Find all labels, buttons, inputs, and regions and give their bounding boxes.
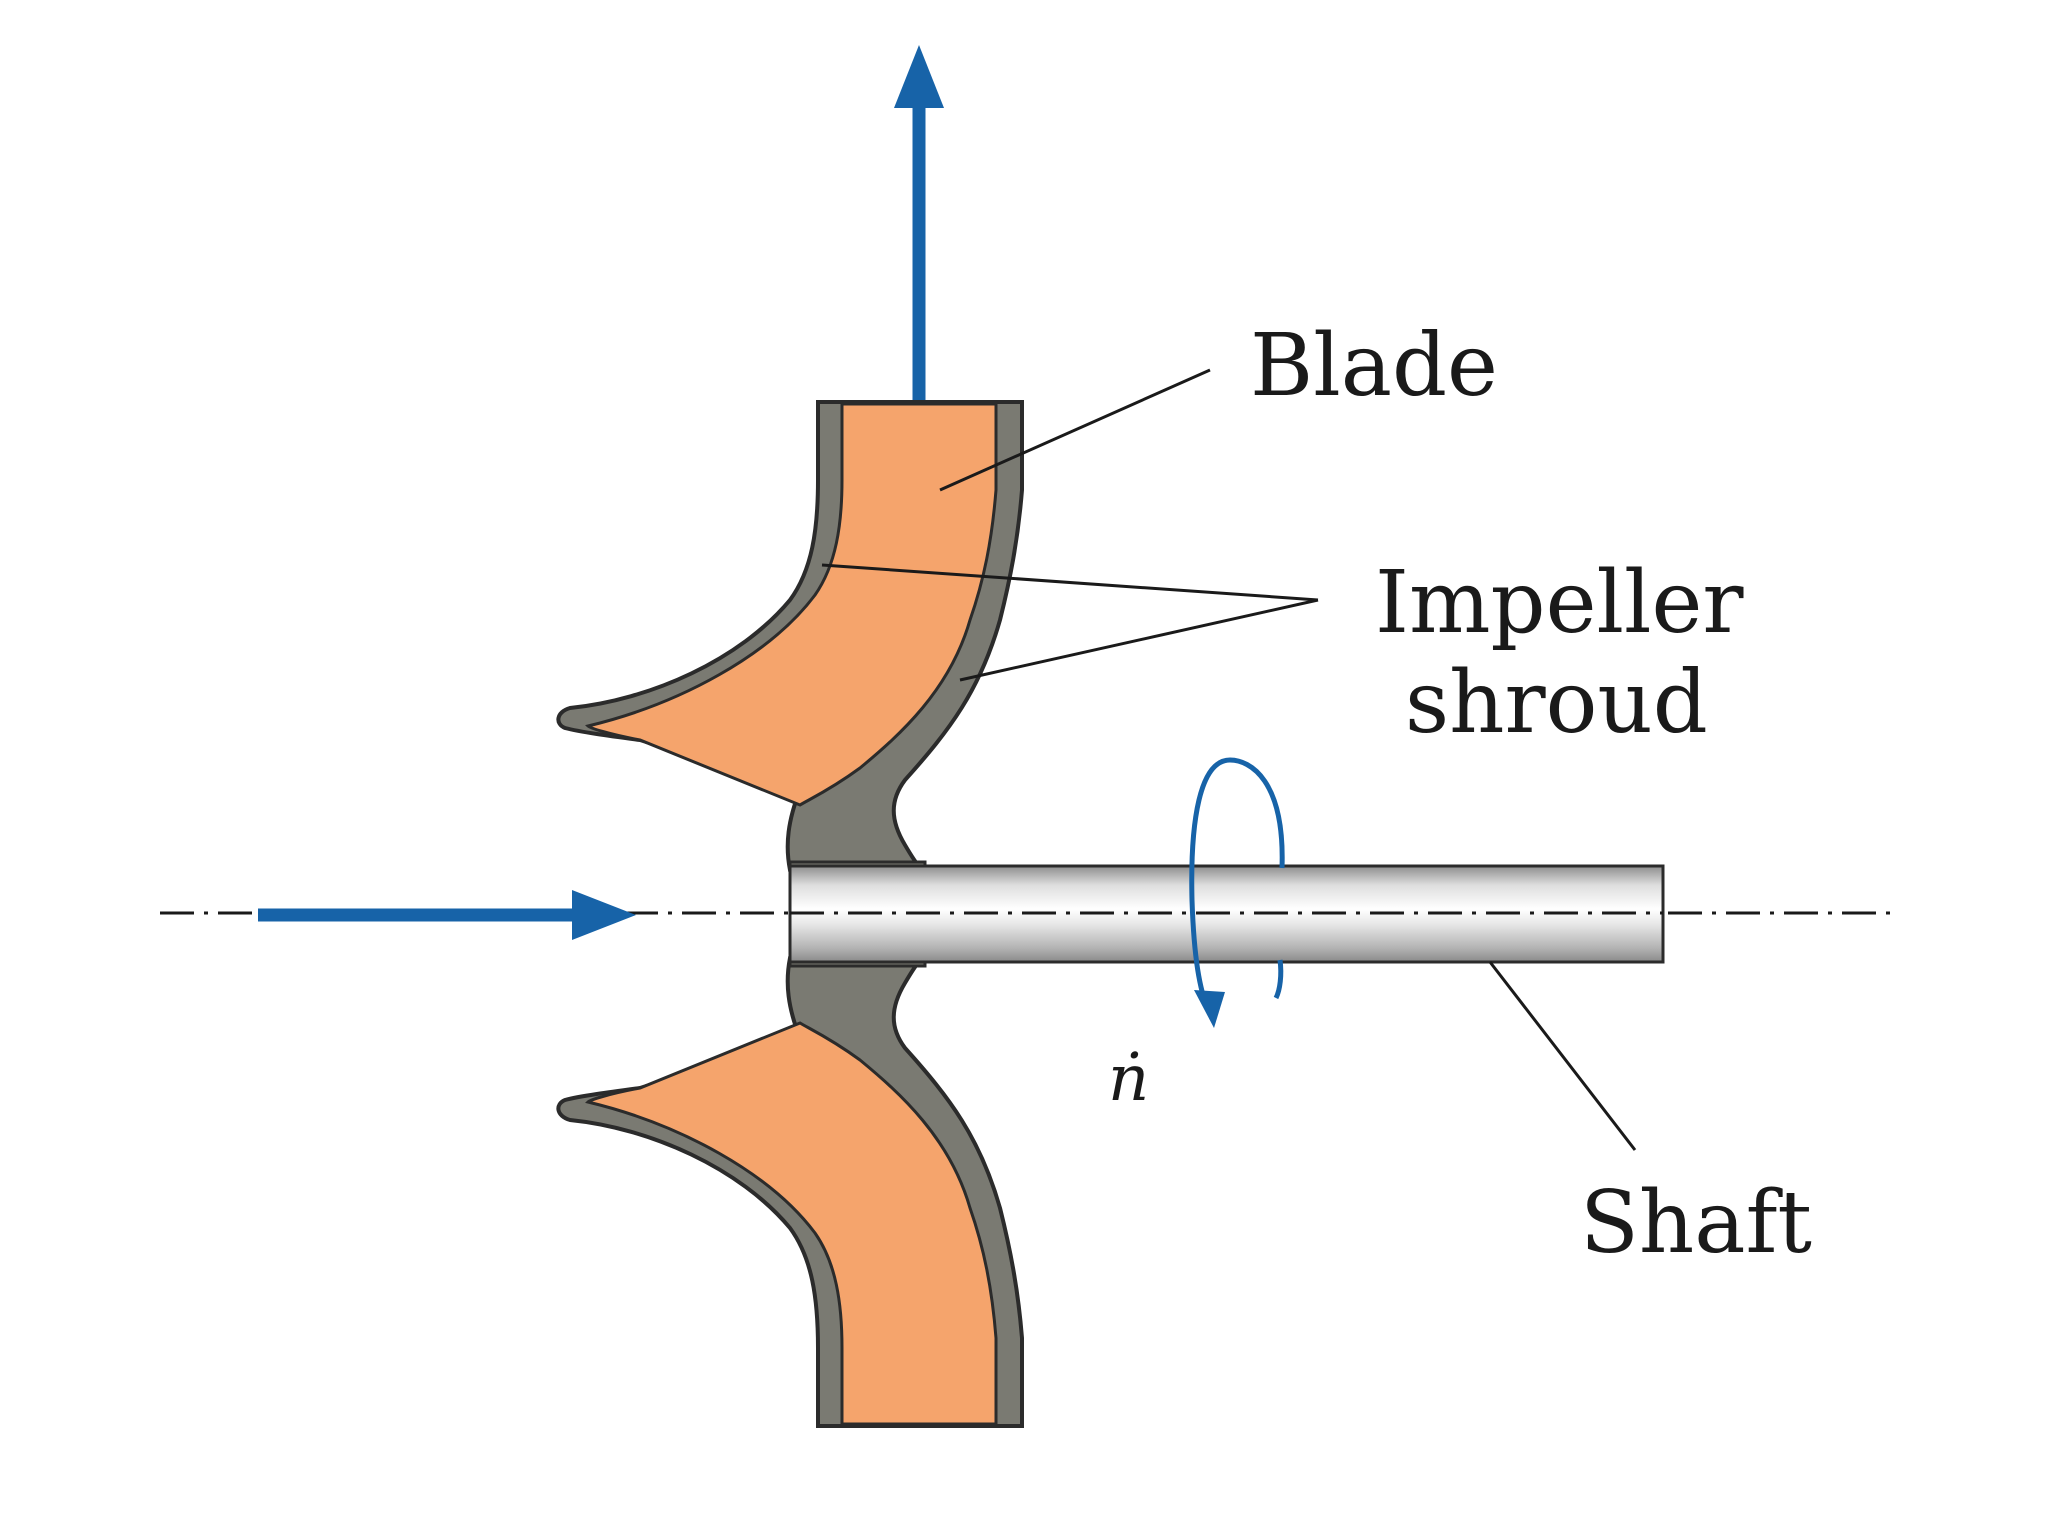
shroud-leader-line-2 [959,598,1319,682]
shaft-leader-line [1488,961,1637,1151]
upper-impeller-blade [585,402,998,807]
blade-label: Blade [1250,316,1498,416]
inlet-flow-arrow [258,890,636,940]
lower-impeller-blade [585,1021,998,1426]
rotation-arrow [1189,757,1285,1028]
rotation-speed-symbol: ṅ [1108,1042,1149,1116]
impeller-shroud-label-line2: shroud [1405,653,1708,753]
outlet-flow-arrow [894,45,944,400]
shroud-leader-line-1 [821,563,1319,602]
impeller-shroud-label-line1: Impeller [1375,553,1744,653]
blade-leader-line [939,368,1211,492]
shaft-label: Shaft [1580,1173,1812,1273]
